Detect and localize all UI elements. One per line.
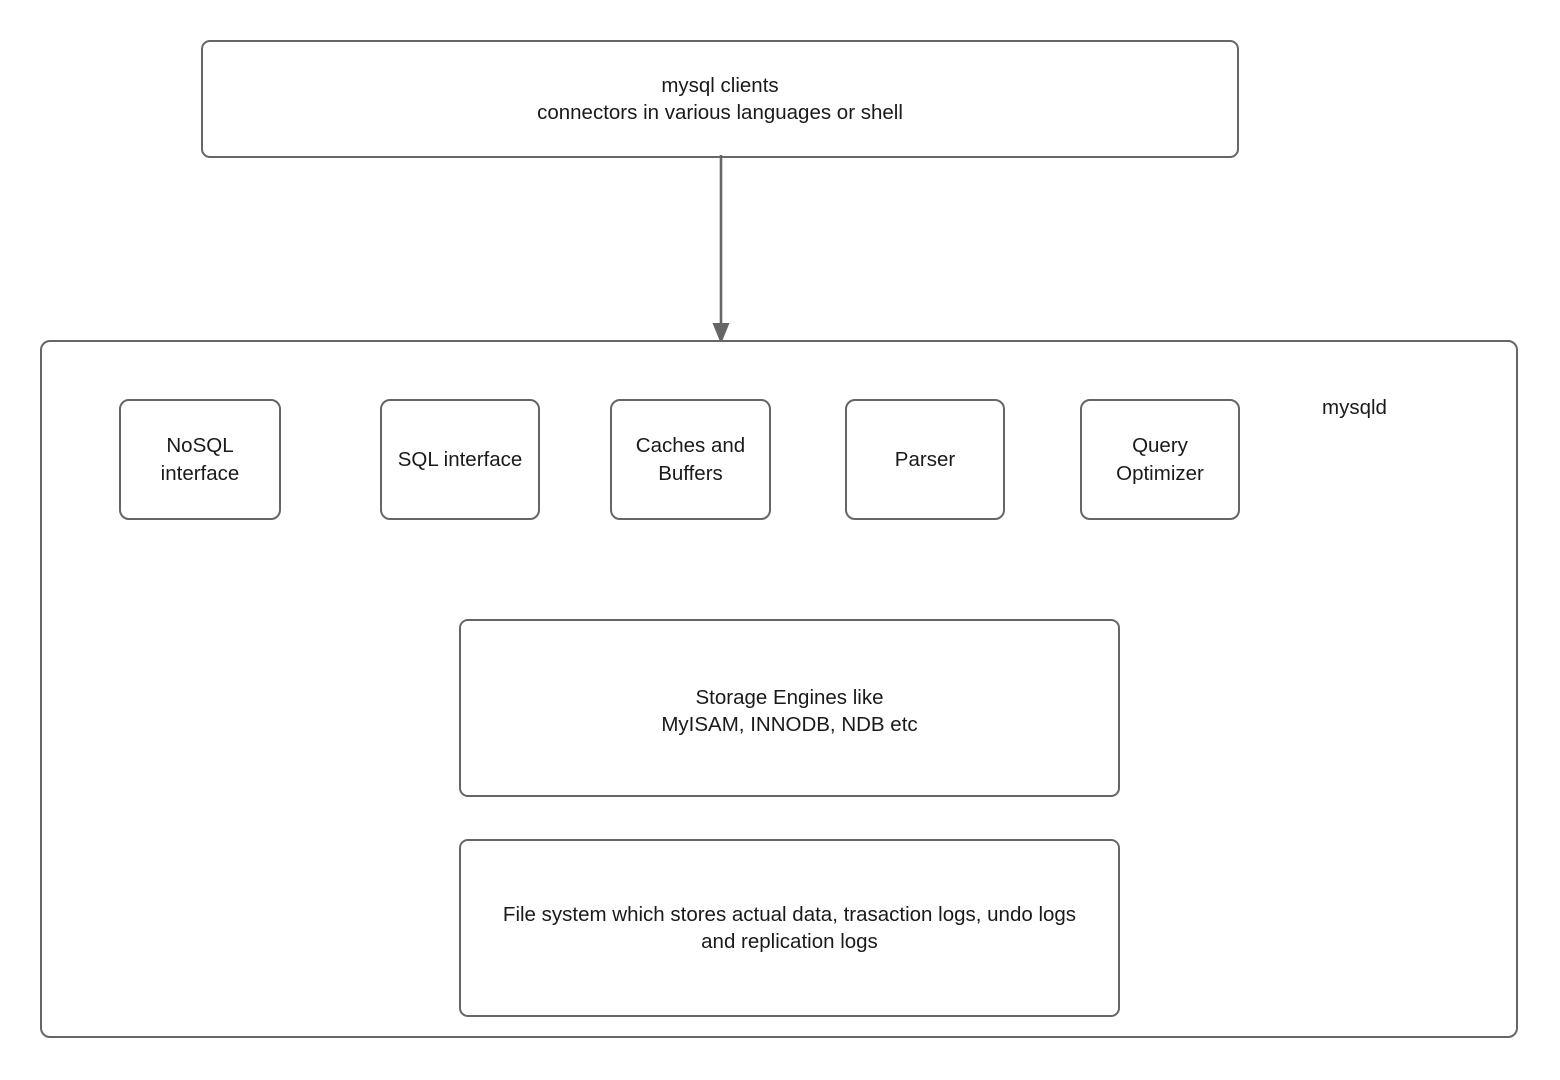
query-optimizer-label: Query Optimizer bbox=[1116, 434, 1204, 485]
mysql-clients-box[interactable]: mysql clients connectors in various lang… bbox=[201, 40, 1239, 158]
nosql-interface-label: NoSQL interface bbox=[160, 434, 240, 485]
nosql-interface-box[interactable]: NoSQL interface bbox=[119, 399, 281, 520]
sql-interface-label: SQL interface bbox=[397, 447, 523, 471]
sql-interface-box[interactable]: SQL interface bbox=[380, 399, 540, 520]
caches-and-buffers-box[interactable]: Caches and Buffers bbox=[610, 399, 771, 520]
file-system-label: File system which stores actual data, tr… bbox=[502, 903, 1077, 954]
storage-engines-box[interactable]: Storage Engines like MyISAM, INNODB, NDB… bbox=[459, 619, 1120, 797]
storage-engines-label: Storage Engines like MyISAM, INNODB, NDB… bbox=[661, 686, 918, 737]
parser-box[interactable]: Parser bbox=[845, 399, 1005, 520]
file-system-box[interactable]: File system which stores actual data, tr… bbox=[459, 839, 1120, 1017]
parser-label: Parser bbox=[894, 447, 956, 471]
caches-and-buffers-label: Caches and Buffers bbox=[635, 434, 746, 485]
mysqld-label: mysqld bbox=[1322, 396, 1387, 419]
query-optimizer-box[interactable]: Query Optimizer bbox=[1080, 399, 1240, 520]
clients-to-mysqld-arrow bbox=[712, 155, 730, 344]
mysql-clients-label: mysql clients connectors in various lang… bbox=[537, 73, 903, 124]
